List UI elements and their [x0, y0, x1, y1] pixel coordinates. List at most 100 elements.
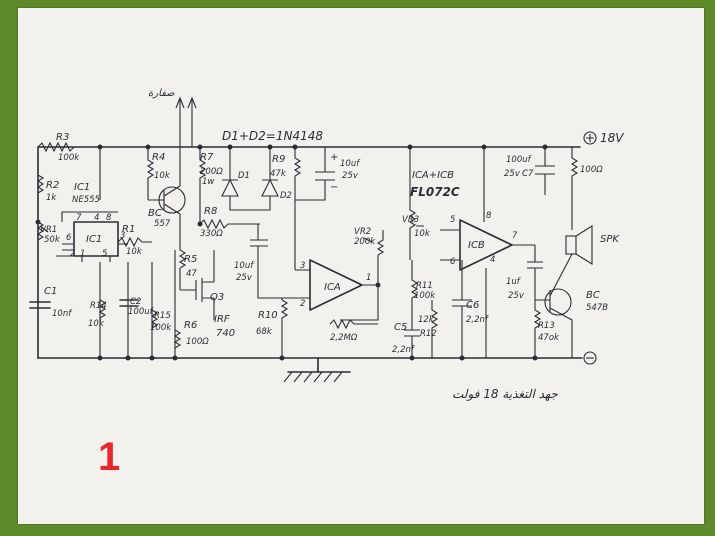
c7-value: 100uf [506, 155, 533, 165]
vr2-potentiometer [363, 230, 385, 285]
c5-value: 2,2nf [392, 345, 416, 355]
r1-label: R1 [122, 224, 135, 235]
r14-resistor [98, 299, 107, 319]
footer-arabic-note: جهد التغذية 18 فولت [452, 387, 558, 401]
cap-10uf-mid [250, 224, 310, 299]
ic1-pin6: 6 [66, 233, 72, 243]
cap-top-voltage: 25v [342, 171, 359, 181]
r8-value: 330Ω [200, 229, 223, 239]
supply-voltage-label: 18V [600, 131, 624, 145]
c7-label: C7 [522, 169, 534, 179]
r11-resistor [410, 260, 419, 320]
ica-opamp [281, 259, 379, 321]
icb-label: ICB [468, 240, 485, 251]
r13-resistor [533, 300, 542, 358]
r1-value: 10k [126, 247, 143, 257]
irf-label: IRF [214, 314, 230, 325]
cap-mid-value: 10uf [234, 261, 255, 271]
r6-label: R6 [184, 320, 197, 331]
r4-label: R4 [152, 152, 165, 163]
c2-label: C2 [130, 297, 141, 307]
c5-capacitor [404, 320, 420, 358]
vr1-resistor [36, 221, 49, 241]
vr3-potentiometer [408, 147, 424, 260]
bc547-value: 547B [586, 303, 608, 313]
r-feedback-2m2 [329, 318, 378, 330]
r4-value: 10k [154, 171, 171, 181]
vr3-label: VR3 [402, 215, 419, 225]
r11-value: 100k [414, 291, 436, 301]
r9-value: 47k [270, 169, 287, 179]
cap-top-minus: − [330, 182, 338, 193]
vr2-value: 200k [354, 237, 376, 247]
ic1-pin1: 1 [80, 249, 85, 259]
c6-capacitor [452, 260, 472, 358]
r15-label: R15 [154, 311, 171, 321]
speaker-label: SPK [600, 234, 620, 245]
ic1-box-label: IC1 [86, 234, 102, 245]
icb-pin6: 6 [450, 257, 456, 267]
cap-1uf-value: 1uf [506, 277, 522, 287]
r5-label: R5 [184, 254, 197, 265]
c1-value: 10nf [52, 309, 73, 319]
diodes-note: D1+D2=1N4148 [222, 129, 323, 143]
ic1-pin7: 7 [76, 213, 82, 223]
r-feedback-value: 2,2MΩ [330, 333, 358, 343]
r13-label: R13 [538, 321, 555, 331]
ica-pin1: 1 [366, 273, 371, 283]
r15-value: 100k [150, 323, 172, 333]
paper-sheet [18, 8, 704, 524]
r5-value: 47 [186, 269, 197, 279]
page-number: 1 [98, 435, 120, 479]
c1-label: C1 [44, 286, 57, 297]
ic-ab-label: ICA+ICB [412, 170, 454, 181]
bc557-label: BC [148, 208, 162, 219]
ica-pin3: 3 [300, 261, 305, 271]
c6-label: C6 [466, 300, 479, 311]
r13-value: 47ok [538, 333, 560, 343]
c7-voltage: 25v [504, 169, 521, 179]
junction-dots [35, 144, 548, 361]
cap-mid-voltage: 25v [236, 273, 253, 283]
supply-plus-symbol [583, 131, 597, 145]
vr2-label: VR2 [354, 227, 371, 237]
r6-resistor [173, 329, 182, 349]
opamp-part-label: FL072C [410, 185, 460, 199]
r1-resistor [117, 236, 152, 248]
diodes-d1-d2 [221, 147, 279, 211]
r7-value: 200Ω [200, 167, 223, 177]
cap-top-value: 10uf [340, 159, 361, 169]
icb-opamp [440, 147, 535, 358]
speaker [565, 225, 593, 265]
q3-label: Q3 [210, 292, 224, 303]
irf-value: 740 [216, 328, 235, 339]
c2-value: 100uf [128, 307, 155, 317]
d2-label: D2 [280, 191, 292, 201]
bc557-value: 557 [154, 219, 171, 229]
r15-resistor [150, 309, 159, 329]
r-100ohm-top [570, 147, 579, 230]
r11-label: R11 [416, 281, 433, 291]
bc547-transistor [535, 253, 573, 358]
r9-label: R9 [272, 154, 285, 165]
icb-pin8: 8 [486, 211, 492, 221]
ic1-box [73, 221, 119, 257]
r10-label: R10 [258, 310, 278, 321]
ica-label: ICA [324, 282, 341, 293]
r8-label: R8 [204, 206, 217, 217]
cap-1uf [527, 245, 543, 300]
r3-label: R3 [56, 132, 69, 143]
cap-10uf-top [295, 147, 335, 201]
c7-capacitor [535, 147, 555, 195]
ic1-pin3: 3 [120, 231, 125, 241]
bc547-label: BC [586, 290, 600, 301]
r7-label: R7 [200, 152, 214, 163]
c6-value: 2,2nf [466, 315, 490, 325]
r6-value: 100Ω [186, 337, 209, 347]
vr3-value: 10k [414, 229, 431, 239]
r3-resistor [37, 141, 101, 200]
r10-value: 68k [256, 327, 273, 337]
supply-minus-symbol [583, 351, 597, 365]
icb-pin4: 4 [490, 255, 495, 265]
